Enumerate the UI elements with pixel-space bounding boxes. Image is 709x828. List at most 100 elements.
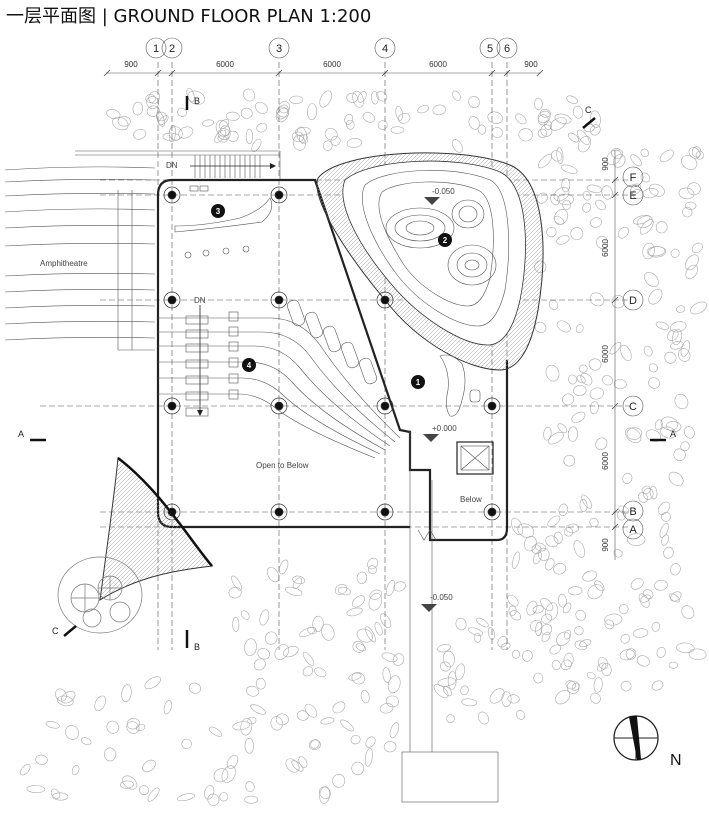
pebble [638, 492, 648, 503]
grid-col-5: 5 [487, 43, 493, 55]
pebble [330, 136, 341, 146]
pebble [582, 570, 598, 582]
pebble [590, 217, 602, 228]
pebble [243, 88, 256, 102]
pebble [508, 605, 517, 616]
pebble [685, 254, 699, 271]
pebble [139, 785, 149, 795]
pebble [685, 264, 698, 279]
pebble [26, 785, 46, 794]
pebble [606, 149, 622, 165]
pebble [332, 774, 346, 788]
pebble [147, 787, 160, 802]
pebble [351, 672, 365, 685]
pebble [643, 488, 654, 500]
pebble [256, 122, 268, 133]
pebble [555, 689, 571, 705]
pebble [231, 575, 242, 591]
pebble [539, 109, 551, 118]
pebble [135, 723, 146, 732]
pebble [661, 534, 669, 546]
pebble [357, 91, 367, 103]
pebble [240, 717, 253, 736]
pebble [573, 385, 587, 396]
pebble [655, 221, 668, 234]
pebble [346, 92, 358, 103]
pebble [247, 716, 257, 725]
pebble [670, 591, 682, 602]
pebble [219, 792, 229, 802]
pebble [475, 617, 489, 628]
small-tables [184, 185, 250, 259]
pebble [500, 642, 511, 651]
grid-col-3: 3 [276, 43, 282, 55]
dim-right-4: 6000 [601, 452, 610, 470]
pebble [259, 609, 270, 626]
pebble [556, 631, 571, 646]
pebble [668, 593, 680, 603]
pebble [659, 149, 675, 163]
pebble [356, 571, 368, 584]
pebble [663, 546, 674, 559]
pebble [533, 672, 544, 684]
pebble [291, 760, 304, 772]
pebble [567, 426, 578, 442]
pebble [437, 677, 456, 687]
pebble [321, 623, 335, 641]
pebble [570, 227, 584, 241]
pebble [588, 358, 602, 371]
pebble [20, 764, 31, 776]
pebble [302, 651, 315, 666]
pebble [442, 650, 455, 668]
gravel-landscape [20, 87, 708, 806]
pebble [379, 703, 394, 714]
pebble [364, 748, 373, 767]
pebble [681, 155, 698, 170]
grid-row-B: B [629, 506, 636, 518]
pebble [386, 580, 396, 596]
pebble [168, 126, 183, 141]
pebble [545, 602, 559, 621]
pebble [553, 531, 563, 544]
pebble [332, 701, 346, 714]
pebble [546, 227, 557, 238]
pebble [163, 700, 172, 715]
pebble [217, 135, 228, 143]
pebble [522, 650, 533, 662]
pebble [452, 90, 461, 101]
pebble [576, 375, 586, 384]
pebble [537, 110, 551, 124]
pebble [356, 628, 373, 643]
pebble [355, 643, 366, 652]
pebble [322, 140, 333, 151]
pebble [549, 644, 562, 655]
pebble [639, 219, 654, 235]
pebble [578, 135, 591, 153]
pebble [649, 183, 665, 197]
pebble [684, 201, 697, 210]
svg-text:C: C [585, 105, 592, 115]
dim-top-2: 6000 [216, 60, 234, 69]
chair [469, 389, 481, 403]
pebble [676, 305, 686, 313]
canopy-structure [99, 457, 213, 601]
pebble [674, 393, 689, 410]
pebble [563, 527, 574, 537]
pebble [244, 795, 259, 804]
pebble [103, 747, 117, 762]
pebble [65, 725, 79, 740]
pebble [304, 703, 318, 718]
pebble [158, 115, 169, 126]
pebble [240, 107, 253, 119]
pebble [80, 737, 92, 746]
pebble [541, 631, 551, 642]
grid-row-A: A [629, 524, 637, 536]
section-mark-b-top: B [185, 96, 200, 110]
pebble [589, 387, 604, 400]
pebble [534, 97, 543, 111]
pebble [390, 126, 405, 134]
pebble [274, 644, 290, 660]
pebble [575, 324, 584, 334]
pebble [691, 242, 703, 254]
pebble [688, 648, 707, 661]
